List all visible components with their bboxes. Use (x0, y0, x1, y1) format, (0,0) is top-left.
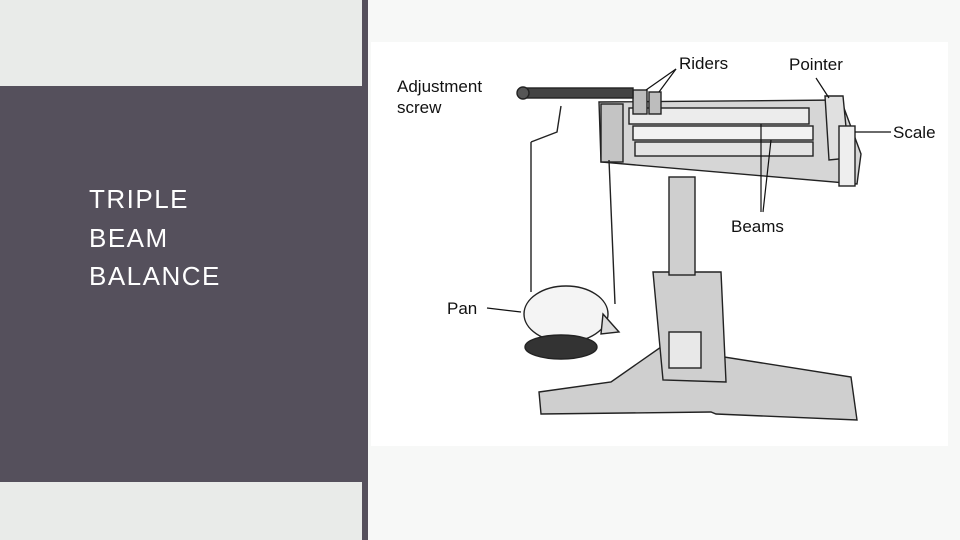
post (668, 176, 696, 276)
label-pointer: Pointer (789, 55, 843, 74)
leader-beams-b (762, 139, 772, 213)
balance-diagram: Adjustment screw Riders Pointer Scale Be… (371, 42, 948, 446)
pivot-block (600, 103, 624, 163)
leader-riders-b (658, 68, 677, 93)
rider-1 (632, 89, 648, 115)
pan-spout (600, 312, 621, 335)
slide-title: TRIPLE BEAM BALANCE (89, 184, 221, 291)
leader-riders-a (645, 68, 677, 91)
leader-pointer (815, 77, 830, 99)
hanger-hook (530, 105, 562, 143)
label-adjustment-screw-line-1: Adjustment (397, 77, 482, 96)
label-scale: Scale (893, 123, 936, 142)
label-adjustment-screw: Adjustment screw (397, 77, 487, 117)
label-beams: Beams (731, 217, 784, 236)
beam-1 (628, 107, 810, 125)
label-adjustment-screw-line-2: screw (397, 98, 442, 117)
beam-3 (634, 141, 814, 157)
base-foot (538, 346, 858, 421)
scale-frame (838, 125, 856, 187)
beam-2 (632, 125, 814, 141)
hanger-wire-right (608, 159, 616, 305)
panel-divider (362, 0, 368, 540)
leader-pan (486, 307, 522, 313)
pan-dish (523, 285, 609, 343)
label-riders: Riders (679, 54, 728, 73)
adjustment-screw-knob (516, 86, 530, 100)
title-panel (0, 86, 362, 482)
rider-2 (648, 91, 662, 115)
label-pan: Pan (447, 299, 477, 318)
adjustment-screw-rod (522, 87, 634, 99)
pan-support (524, 334, 598, 360)
column-plate (668, 331, 702, 369)
